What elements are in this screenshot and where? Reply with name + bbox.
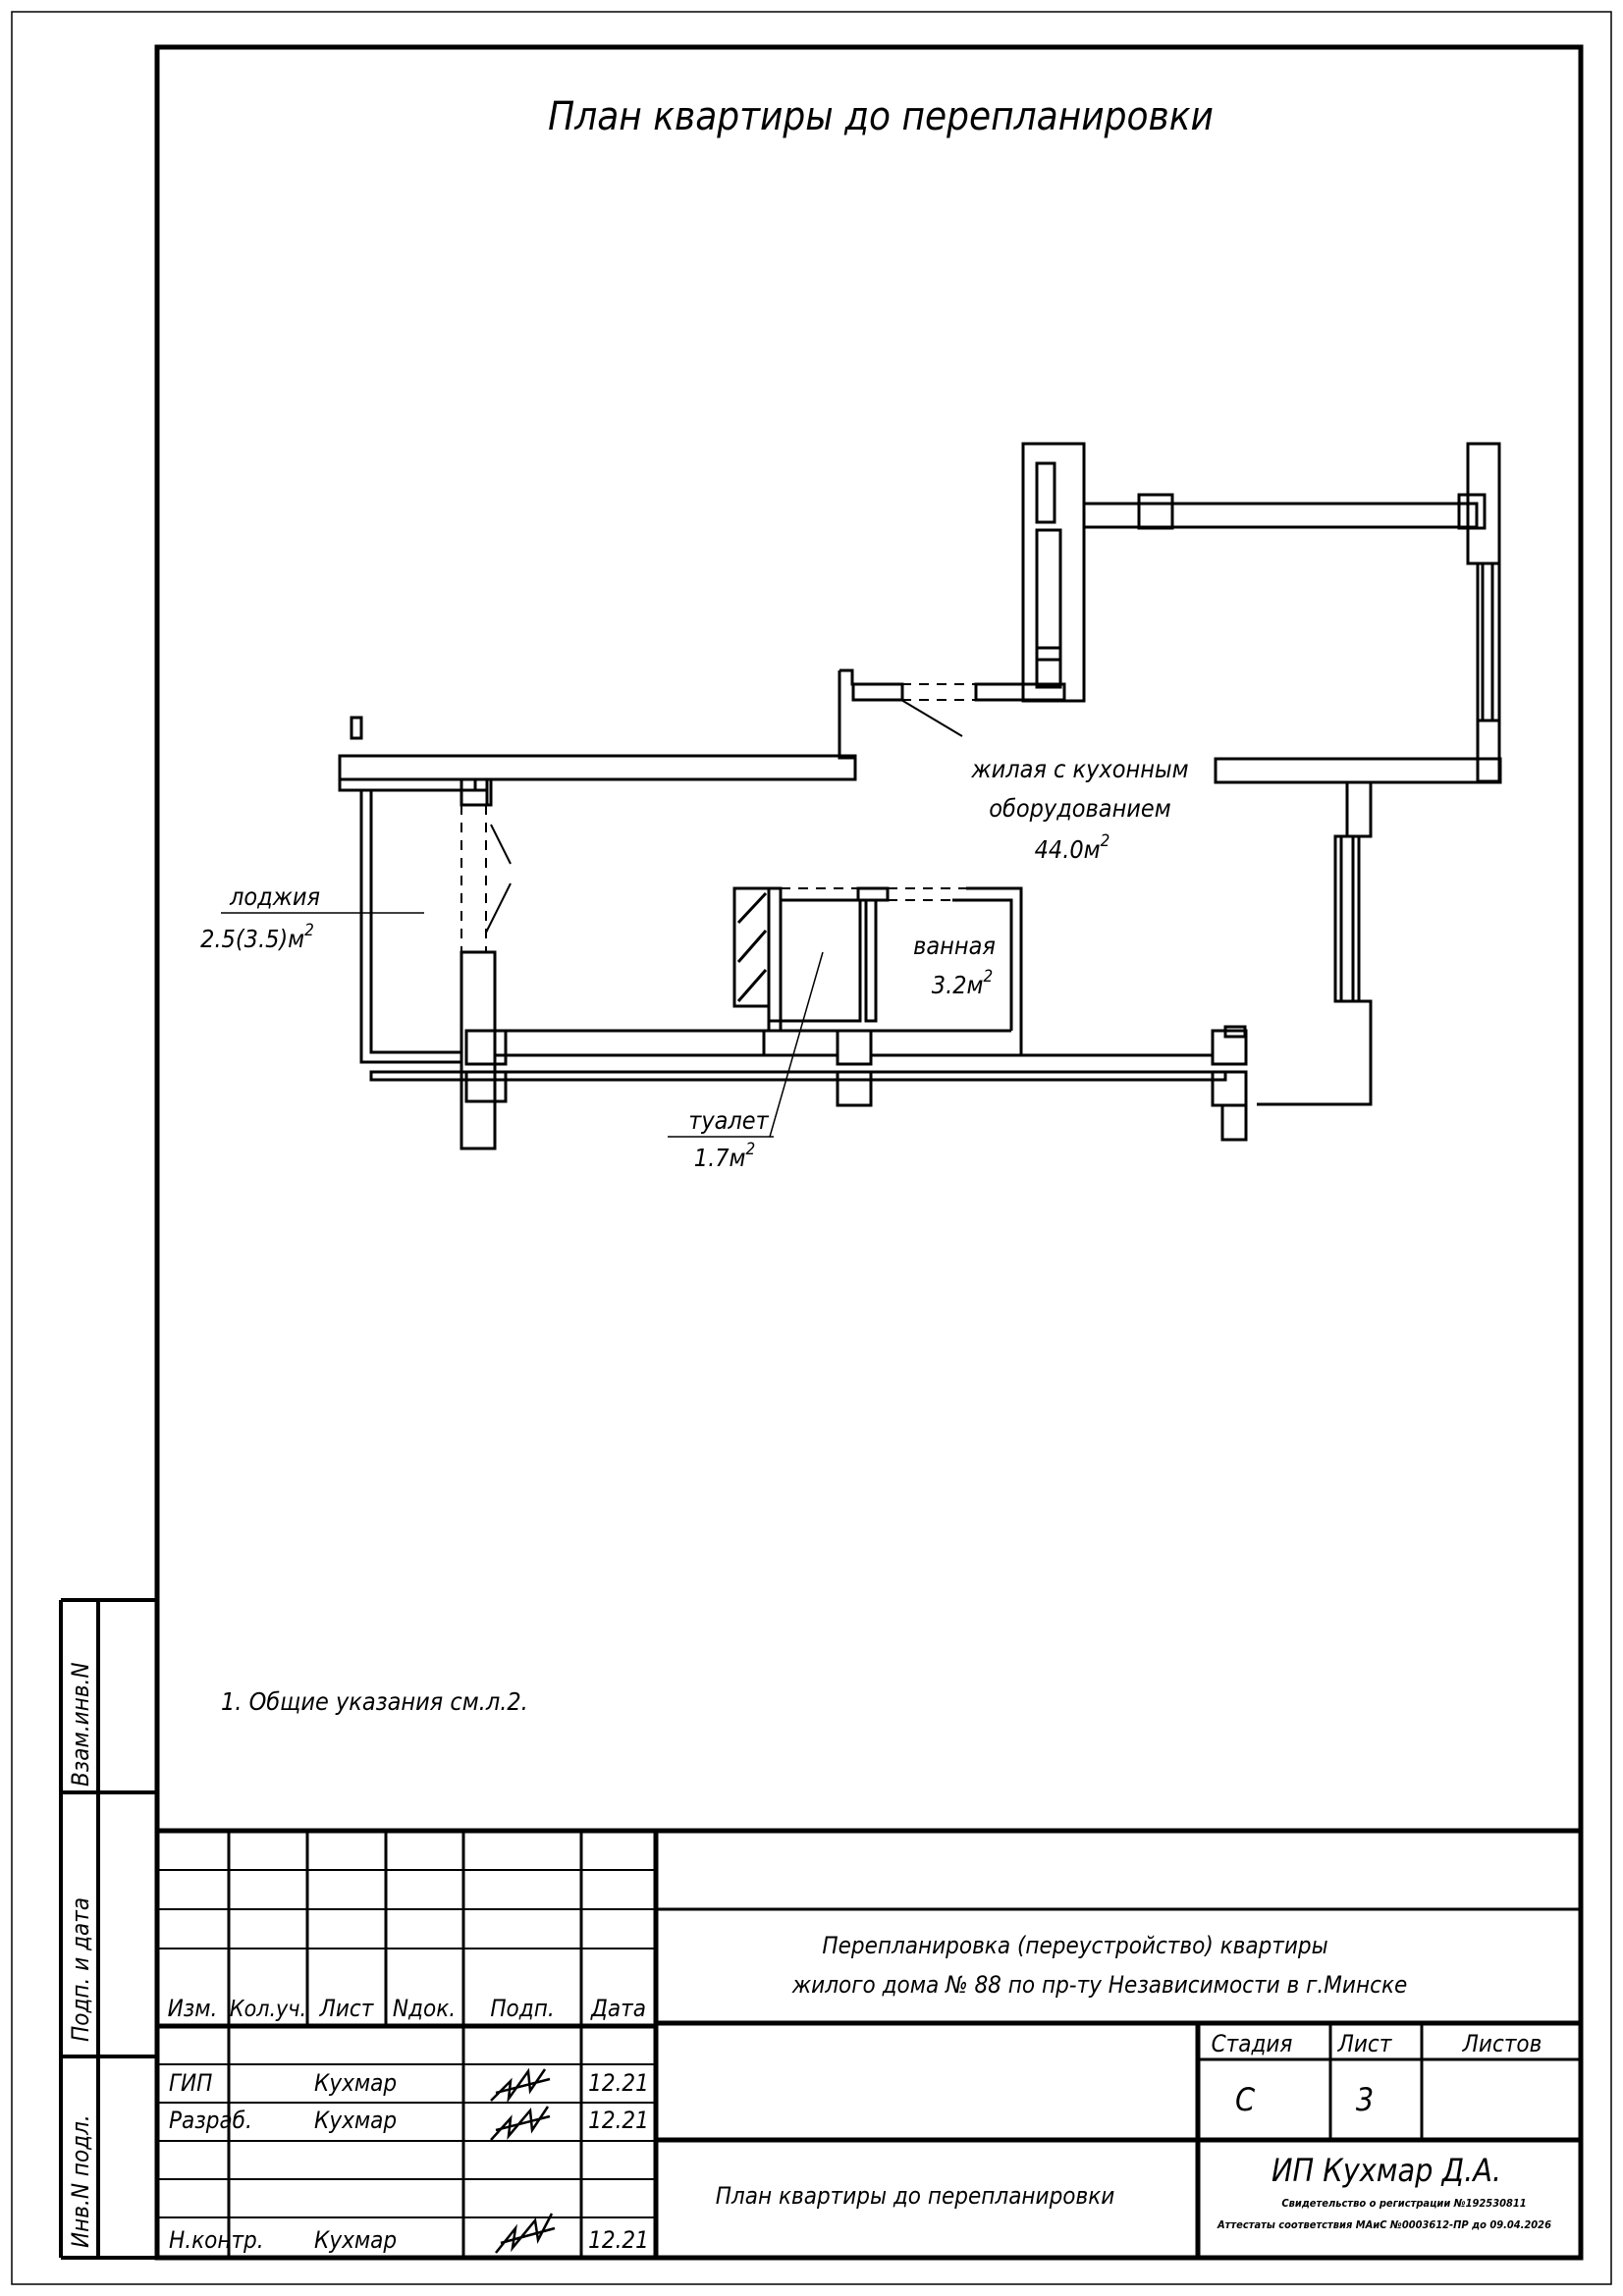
loggia-name: лоджия	[229, 882, 320, 911]
floor-plan	[338, 442, 1502, 1150]
signatory-role: Разраб.	[169, 2107, 252, 2134]
stamp-header-data: Дата	[590, 1995, 646, 2022]
side-label-podp: Подп. и дата	[67, 1897, 94, 2042]
room-label-living: жилая с кухонным оборудованием 44.0м2	[970, 755, 1188, 864]
sheet-value: 3	[1356, 2081, 1374, 2118]
col-sheets-header: Листов	[1462, 2030, 1542, 2057]
upper-walls	[838, 442, 1502, 1106]
signatory-date: 12.21	[588, 2069, 649, 2097]
col-stage-header: Стадия	[1212, 2030, 1293, 2057]
stamp-header-izm: Изм.	[168, 1995, 218, 2022]
stamp-drawing-title: План квартиры до перепланировки	[716, 2182, 1115, 2210]
living-line1: жилая с кухонным	[970, 755, 1188, 783]
stamp-header-podp: Подп.	[490, 1995, 554, 2022]
org-cert2: Аттестаты соответствия МАиС №0003612-ПР …	[1217, 2218, 1551, 2231]
stamp-header-ndok: Nдок.	[393, 1995, 456, 2022]
loggia-area: 2.5(3.5)м2	[200, 921, 314, 953]
signatory-name: Кухмар	[314, 2226, 397, 2254]
side-label-inv: Инв.N подл.	[67, 2114, 94, 2248]
project-line2: жилого дома № 88 по пр-ту Независимости …	[791, 1971, 1408, 1999]
general-note: 1. Общие указания см.л.2.	[221, 1687, 528, 1716]
room-label-loggia: лоджия 2.5(3.5)м2	[200, 882, 424, 953]
room-label-bath: ванная 3.2м2	[913, 932, 996, 999]
signatory-name: Кухмар	[314, 2107, 397, 2134]
columns	[460, 777, 1248, 1150]
sanitary-walls	[495, 886, 1213, 1057]
bath-name: ванная	[913, 932, 996, 960]
side-strip	[59, 1598, 157, 2260]
loggia-frame	[338, 716, 1227, 1082]
toilet-name: туалет	[688, 1106, 769, 1135]
title-block-grid	[157, 1828, 1581, 2258]
drawing-title: План квартиры до перепланировки	[548, 94, 1214, 139]
signatory-date: 12.21	[588, 2107, 649, 2134]
signatory-role: ГИП	[169, 2069, 212, 2097]
project-line1: Перепланировка (переустройство) квартиры	[822, 1932, 1327, 1959]
side-label-vzam: Взам.инв.N	[67, 1662, 94, 1787]
living-line2: оборудованием	[989, 794, 1170, 823]
living-area: 44.0м2	[1035, 831, 1110, 864]
signatory-role: Н.контр.	[169, 2226, 264, 2254]
col-sheet-header: Лист	[1337, 2030, 1393, 2057]
signatory-date: 12.21	[588, 2226, 649, 2254]
signature	[490, 2067, 556, 2254]
stamp-header-list: Лист	[319, 1995, 375, 2022]
org-cert1: Свидетельство о регистрации №192530811	[1281, 2197, 1526, 2210]
sheet-borders	[11, 11, 1612, 2285]
bath-area: 3.2м2	[932, 967, 993, 999]
room-label-toilet: туалет 1.7м2	[668, 951, 824, 1172]
signatory-name: Кухмар	[314, 2069, 397, 2097]
stage-value: С	[1235, 2081, 1256, 2118]
toilet-area: 1.7м2	[694, 1140, 755, 1172]
stamp-header-kol: Кол.уч.	[230, 1997, 306, 2022]
org-name: ИП Кухмар Д.А.	[1271, 2152, 1501, 2189]
doors	[460, 683, 976, 952]
